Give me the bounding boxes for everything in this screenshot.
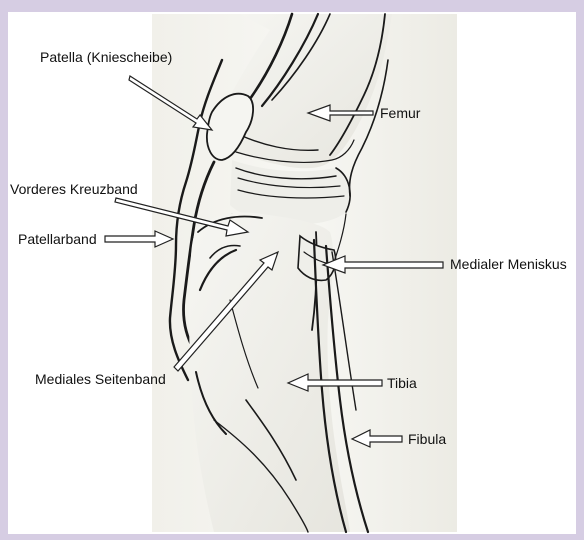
label-fibula: Fibula [408,431,446,447]
label-tibia: Tibia [387,375,417,391]
label-mediales-seitenband: Mediales Seitenband [35,371,166,387]
label-femur: Femur [380,105,421,121]
label-patella: Patella (Kniescheibe) [40,49,172,65]
label-patellarband: Patellarband [18,231,97,247]
label-vorderes-kreuzband: Vorderes Kreuzband [10,181,138,197]
label-medialer-meniskus: Medialer Meniskus [450,256,567,272]
